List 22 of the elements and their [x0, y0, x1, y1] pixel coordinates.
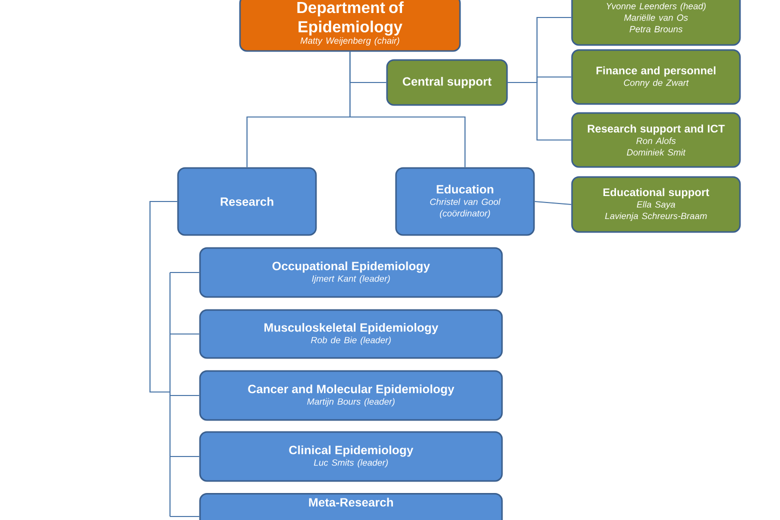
connector-line [149, 200, 178, 516]
org-box: Meta-Research [199, 493, 503, 520]
connector-line [508, 82, 572, 141]
org-box: Yvonne Leenders (head) Mariëlle van Os Petra Brouns [571, 0, 741, 46]
org-box: Department of Epidemiology Matty Weijenberg (chair) [239, 0, 461, 52]
org-box: Education Christel van Gool (coördinator) [395, 167, 535, 236]
org-box: Central support [386, 59, 508, 106]
connector-line [170, 516, 200, 518]
connector-line [170, 272, 200, 274]
org-box: Educational support Ella Saya Lavienja Schreurs-Braam [571, 176, 741, 233]
connector-line [349, 52, 466, 168]
connector-line [534, 200, 572, 206]
org-box: Research support and ICT Ron Alofs Dominiek Smit [571, 112, 741, 168]
connector-line [170, 333, 200, 335]
connector-line [170, 394, 200, 396]
org-box: Cancer and Molecular Epidemiology Martijn Bours (leader) [199, 370, 503, 421]
connector-line [170, 456, 200, 458]
org-box: Finance and personnel Conny de Zwart [571, 49, 741, 105]
org-box: Clinical Epidemiology Luc Smits (leader) [199, 431, 503, 482]
org-box: Occupational Epidemiology Ijmert Kant (leader) [199, 247, 503, 298]
org-box: Research [177, 167, 317, 236]
org-box: Musculoskeletal Epidemiology Rob de Bie (leader) [199, 309, 503, 359]
